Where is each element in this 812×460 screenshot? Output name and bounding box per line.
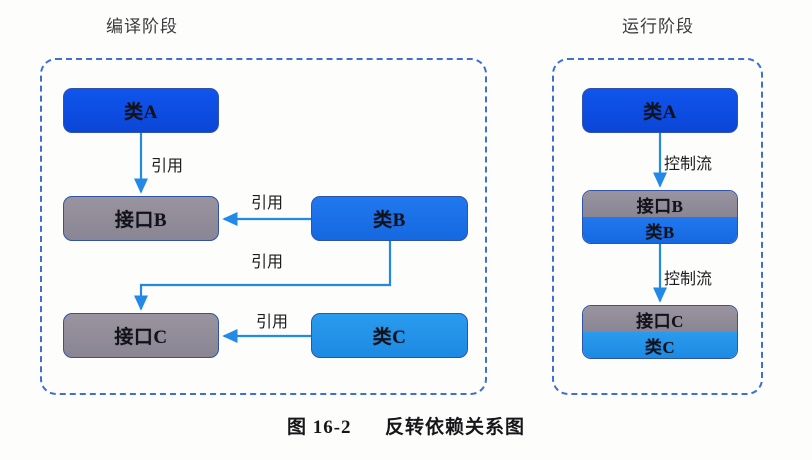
node-runtime-class-c: 类C — [583, 332, 737, 358]
node-class-c[interactable]: 类C — [311, 313, 468, 358]
node-interface-c[interactable]: 接口C — [63, 313, 219, 358]
figure-caption: 图 16-2 反转依赖关系图 — [287, 412, 525, 439]
node-runtime-class-a[interactable]: 类A — [582, 88, 738, 133]
node-interface-b[interactable]: 接口B — [63, 196, 219, 241]
edge-label-class-b-to-interface-b: 引用 — [250, 195, 284, 212]
node-runtime-stack-c[interactable]: 接口C 类C — [582, 305, 738, 359]
node-class-b[interactable]: 类B — [311, 196, 468, 241]
edge-label-class-b-to-interface-c: 引用 — [250, 254, 284, 271]
node-runtime-stack-b[interactable]: 接口B 类B — [582, 190, 738, 244]
caption-text: 反转依赖关系图 — [385, 417, 526, 438]
panel-compile-stage — [40, 58, 487, 395]
panel-runtime-stage — [552, 58, 763, 395]
panel-title-runtime: 运行阶段 — [622, 17, 694, 36]
caption-number: 16-2 — [312, 417, 352, 438]
edge-label-runtime-b-to-c: 控制流 — [663, 271, 713, 288]
node-runtime-interface-b: 接口B — [583, 191, 737, 217]
edge-label-class-c-to-interface-c: 引用 — [255, 314, 289, 331]
node-runtime-interface-c: 接口C — [583, 306, 737, 332]
edge-label-runtime-a-to-b: 控制流 — [663, 156, 713, 173]
node-class-a[interactable]: 类A — [63, 88, 219, 133]
caption-prefix: 图 — [286, 417, 307, 438]
edge-label-class-a-to-interface-b: 引用 — [150, 158, 184, 175]
panel-title-compile: 编译阶段 — [106, 17, 178, 36]
node-runtime-class-b: 类B — [583, 217, 737, 243]
